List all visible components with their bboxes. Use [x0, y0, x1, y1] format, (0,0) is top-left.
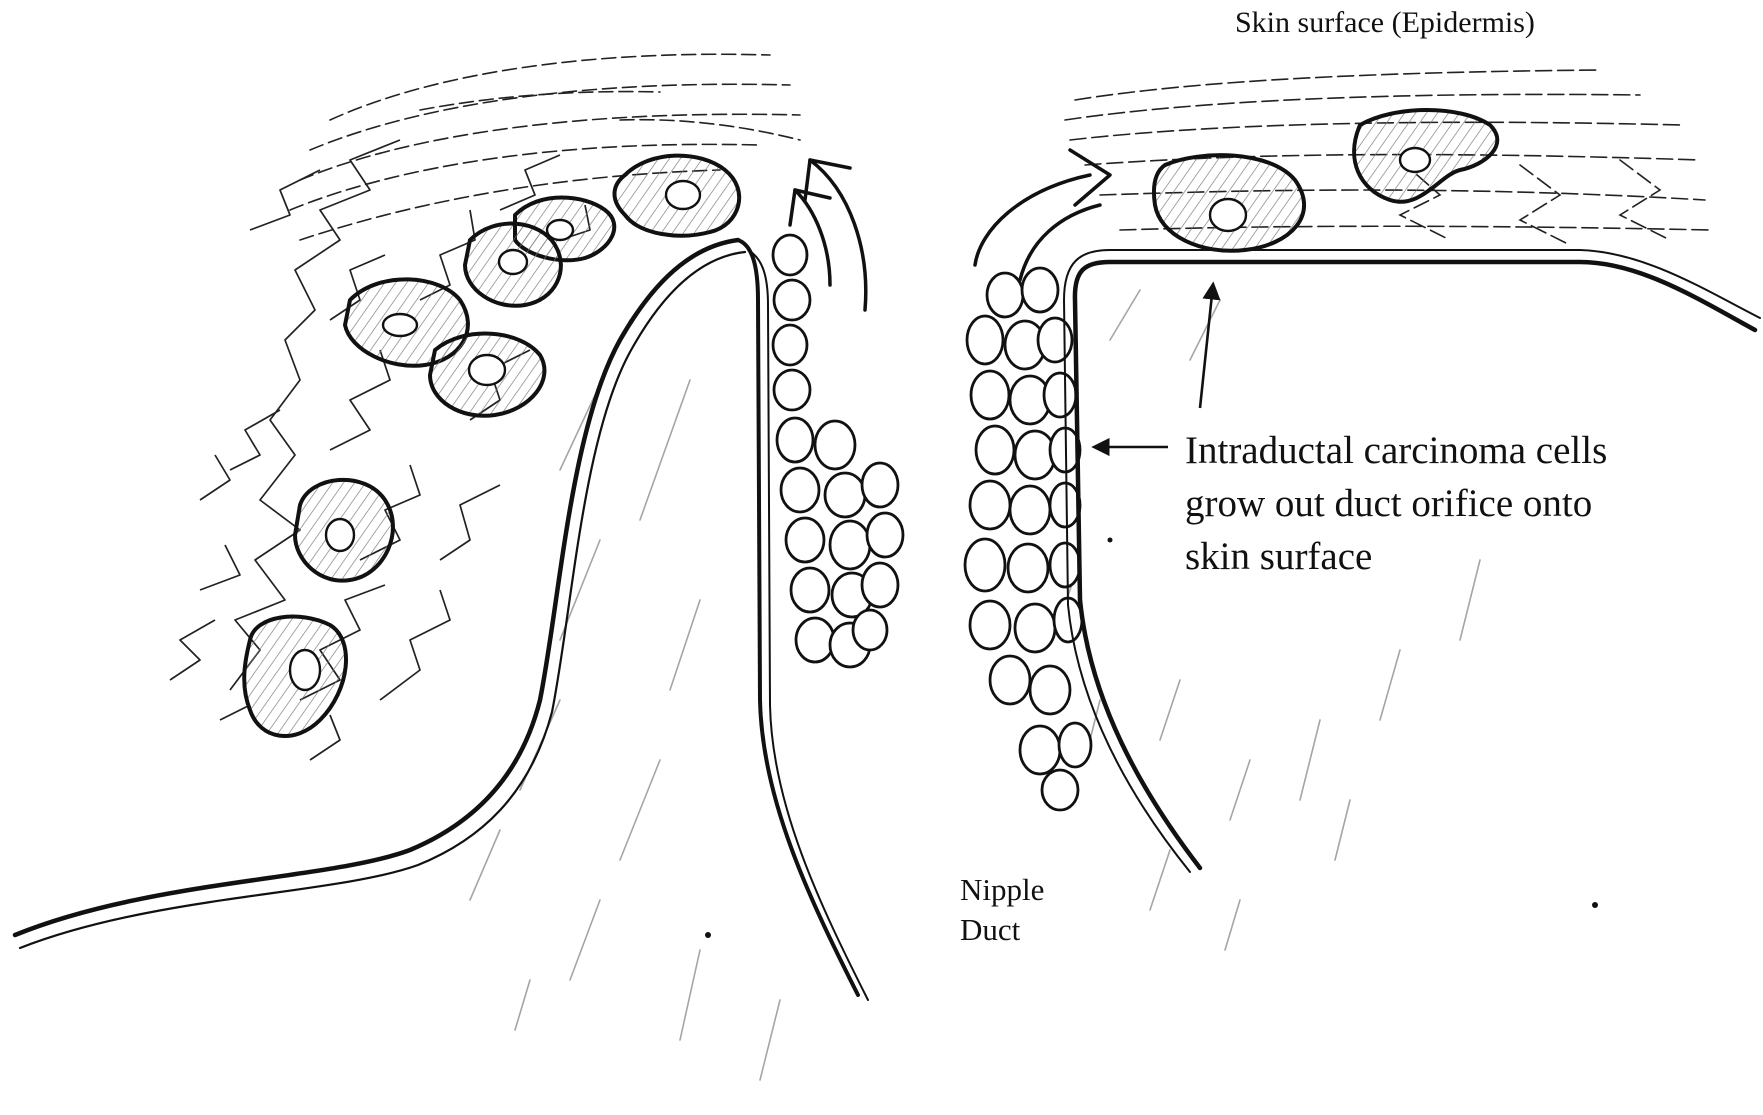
carcinoma-cells-label: Intraductal carcinoma cells grow out duc…	[1185, 424, 1607, 583]
left-growth-arrow-outer	[810, 160, 866, 310]
annotation-pointers	[1095, 285, 1213, 447]
nipple-duct-label: Nipple Duct	[960, 870, 1044, 950]
skin-surface-label: Skin surface (Epidermis)	[1235, 6, 1535, 40]
pointer-to-duct-orifice	[1200, 285, 1213, 408]
carcinoma-cells-left-cluster	[773, 235, 903, 667]
paget-cells-left	[244, 156, 739, 736]
paget-cells-right	[1154, 110, 1497, 251]
carcinoma-cells-right-cluster	[965, 268, 1091, 810]
growth-arrows	[790, 150, 1110, 310]
